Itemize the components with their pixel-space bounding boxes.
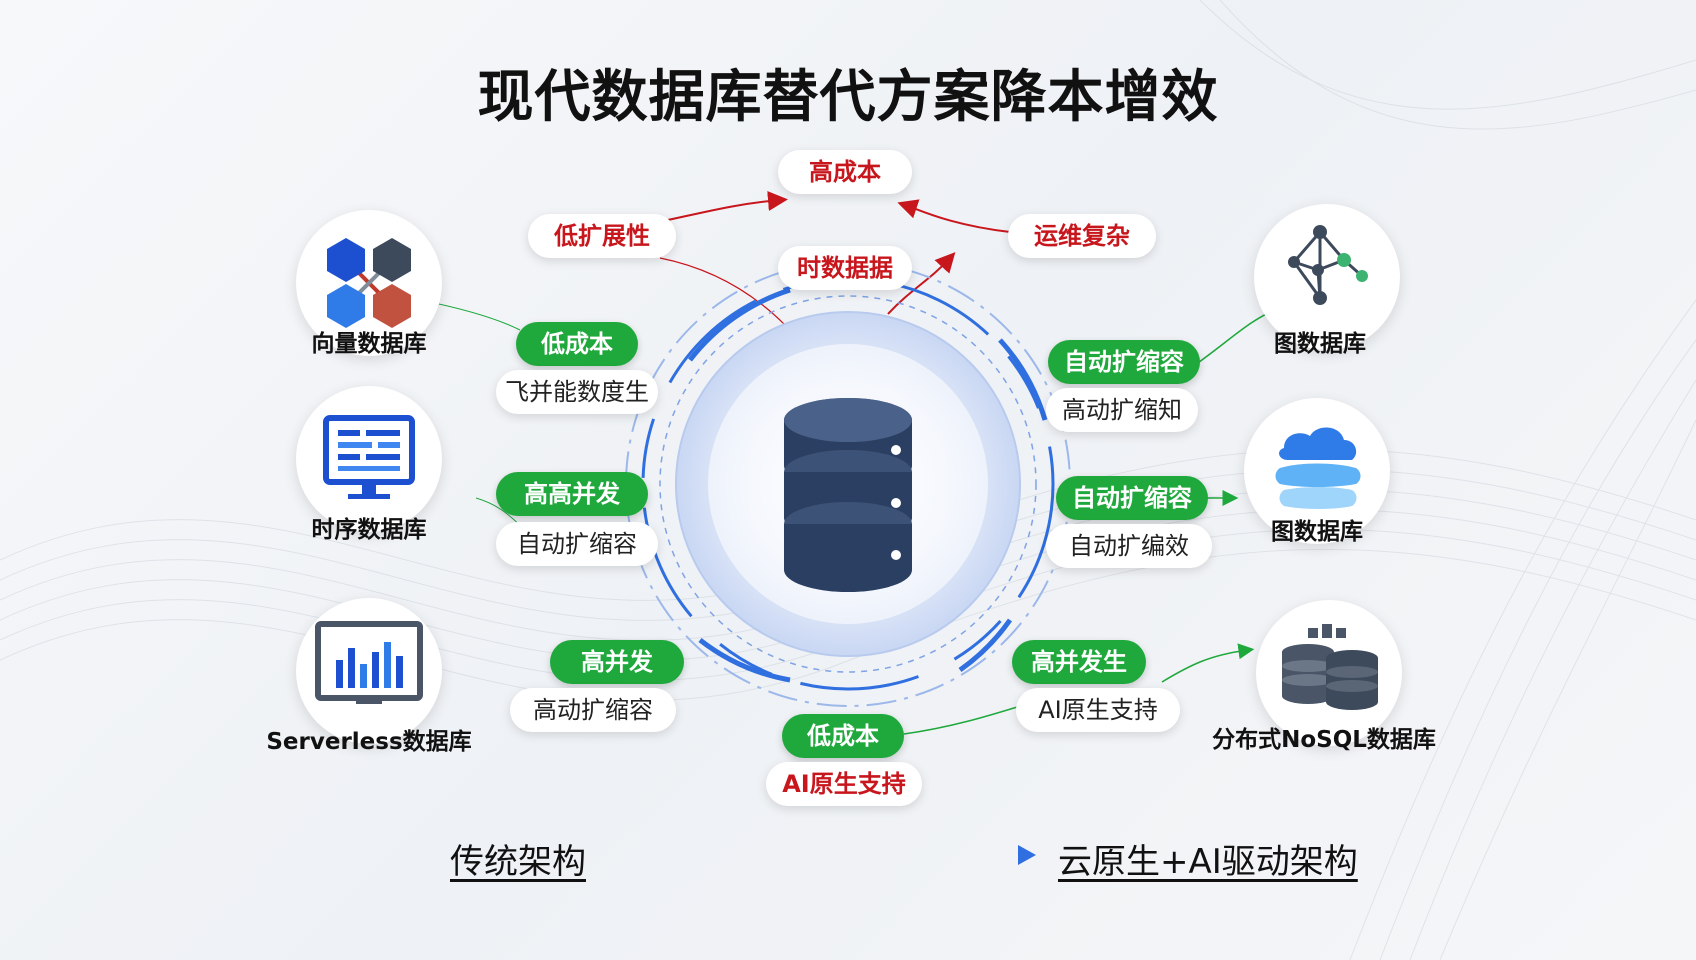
database-servers-icon — [1282, 624, 1378, 710]
tag-graph1-plain: 高动扩缩知 — [1046, 388, 1198, 432]
tag-bottom-green: 低成本 — [782, 714, 904, 758]
serverless-db-icon-circle — [296, 598, 442, 744]
tag-graph2-green: 自动扩缩容 — [1056, 476, 1208, 520]
problem-high-cost: 高成本 — [778, 150, 912, 194]
problem-complex-ops: 运维复杂 — [1008, 214, 1156, 258]
tag-graph1-green: 自动扩缩容 — [1048, 340, 1200, 384]
tag-vector-plain: 飞并能数度生 — [496, 370, 658, 414]
tag-serverless-green: 高并发 — [550, 640, 684, 684]
tag-serverless-plain: 高动扩缩容 — [510, 688, 676, 732]
tag-bottom-red: AI原生支持 — [766, 762, 922, 806]
red-arrow-center — [887, 252, 956, 315]
label-serverless-db: Serverless数据库 — [266, 729, 472, 755]
vector-db-icon-circle — [296, 210, 442, 356]
monitor-list-icon — [323, 415, 415, 499]
tag-nosql-plain: AI原生支持 — [1016, 688, 1180, 732]
graph-db-1-icon-circle — [1254, 204, 1400, 350]
transition-from-label: 传统架构 — [450, 842, 586, 882]
problem-center-garbled: 时数据据 — [778, 246, 912, 290]
red-arrow-right — [897, 199, 1011, 233]
label-graph-db-2: 图数据库 — [1271, 519, 1363, 545]
nosql-db-icon-circle — [1256, 600, 1402, 746]
bar-chart-screen-icon — [315, 621, 423, 704]
tag-timeseries-plain: 自动扩缩容 — [496, 522, 658, 566]
timeseries-db-icon-circle — [296, 386, 442, 532]
tag-timeseries-green: 高高并发 — [496, 472, 648, 516]
label-vector-db: 向量数据库 — [311, 331, 427, 357]
label-timeseries-db: 时序数据库 — [311, 517, 427, 543]
red-line-low — [659, 257, 786, 326]
tag-graph2-plain: 自动扩编效 — [1046, 524, 1212, 568]
label-graph-db-1: 图数据库 — [1274, 331, 1366, 357]
graph-db-2-icon-circle — [1244, 398, 1390, 544]
label-nosql-db: 分布式NoSQL数据库 — [1212, 727, 1436, 753]
transition-to-label: 云原生+AI驱动架构 — [1058, 842, 1358, 882]
hexagon-cluster-icon — [327, 238, 411, 328]
transition-arrow-head — [1018, 845, 1036, 865]
cloud-layers-icon — [1275, 427, 1361, 509]
problem-low-scalability: 低扩展性 — [528, 214, 676, 258]
page-title: 现代数据库替代方案降本增效 — [477, 65, 1219, 130]
network-graph-icon — [1288, 225, 1368, 305]
tag-vector-green: 低成本 — [516, 322, 638, 366]
tag-nosql-green: 高并发生 — [1012, 640, 1146, 684]
database-cylinder-icon — [784, 398, 912, 592]
